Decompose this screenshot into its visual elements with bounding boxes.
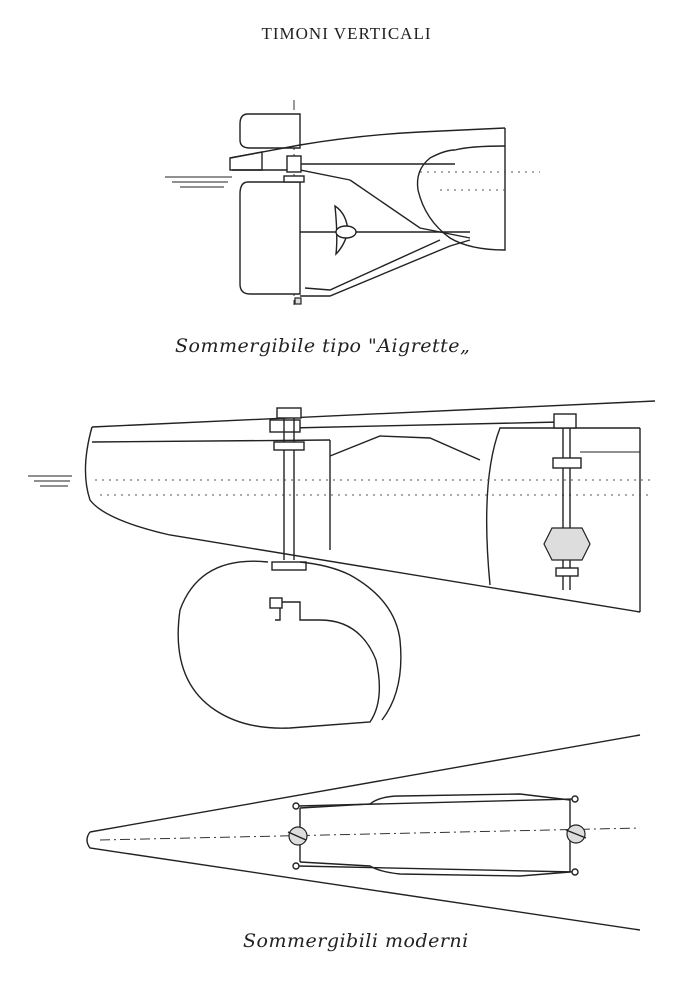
plan-tie-rod-top — [297, 798, 576, 807]
skeg — [300, 239, 471, 297]
aft-bulkhead — [485, 427, 640, 586]
hull-bottom-line — [84, 426, 641, 613]
aigrette-drawing — [165, 100, 540, 305]
plan-hull-lower — [86, 831, 641, 931]
waterline-2 — [28, 475, 72, 487]
left-tiller — [287, 802, 308, 870]
hull-stern — [416, 128, 506, 251]
plan-tie-rod-bottom — [297, 865, 576, 873]
modern-side-drawing — [28, 400, 656, 729]
steering-motor — [543, 527, 591, 561]
modern-plan-drawing — [86, 734, 641, 931]
page-title: TIMONI VERTICALI — [261, 24, 432, 43]
plan-hull-upper — [89, 734, 641, 833]
rudder-blade — [177, 560, 381, 729]
control-rod-2 — [289, 421, 561, 429]
lower-rudder-plate — [239, 181, 301, 295]
waterline-1 — [165, 176, 232, 188]
hull-deck-line — [229, 127, 506, 159]
caption-moderni: Sommergibili moderni — [243, 930, 469, 952]
hull-top-line — [91, 400, 656, 428]
caption-aigrette: Sommergibile tipo "Aigrette„ — [175, 335, 471, 357]
right-tiller — [565, 795, 587, 876]
plan-centerline — [99, 827, 641, 841]
upper-rudder-plate — [239, 113, 301, 149]
